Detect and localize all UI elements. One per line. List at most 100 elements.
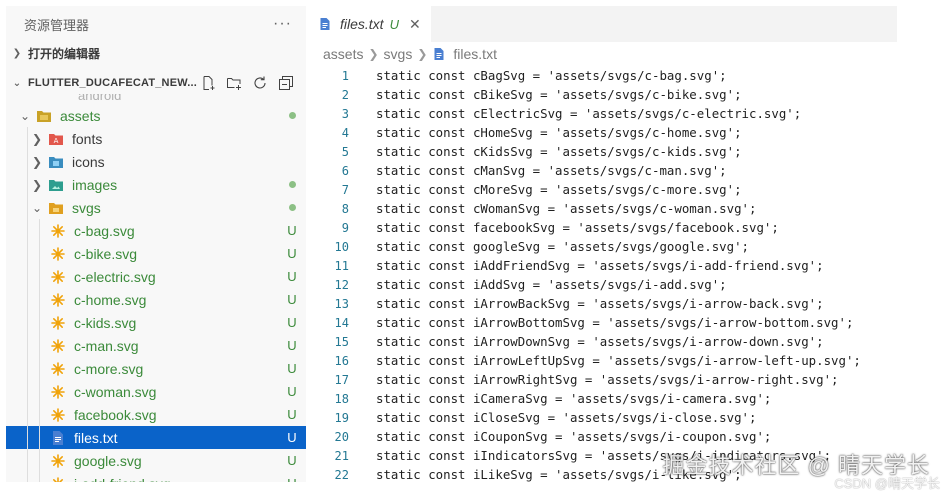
close-icon[interactable]: ✕	[408, 15, 421, 32]
line-source: static const cBikeSvg = 'assets/svgs/c-b…	[376, 87, 742, 102]
line-number: 3	[341, 106, 349, 121]
tree-folder-svgs[interactable]: ⌄ svgs	[6, 196, 306, 219]
line-source: static const iCameraSvg = 'assets/svgs/i…	[376, 391, 772, 406]
folder-icon	[48, 200, 64, 216]
tree-item-label: images	[72, 176, 118, 193]
tree-item-label: svgs	[72, 199, 101, 216]
collapse-all-icon[interactable]	[276, 73, 296, 93]
line-number: 22	[334, 467, 349, 482]
git-status-dot	[278, 181, 306, 188]
line-source: static const cKidsSvg = 'assets/svgs/c-k…	[376, 144, 742, 159]
tree-folder-icons[interactable]: ❯icons	[6, 150, 306, 173]
line-source: static const iCloseSvg = 'assets/svgs/i-…	[376, 410, 757, 425]
code-line: 3 static const cElectricSvg = 'assets/svg…	[306, 104, 944, 123]
line-source: static const iArrowRightSvg = 'assets/sv…	[376, 372, 839, 387]
line-number: 2	[341, 87, 349, 102]
editor-area: files.txt U ✕ assets ❯ svgs ❯ files.txt …	[306, 6, 944, 494]
svg-file-icon	[50, 269, 66, 285]
breadcrumb-assets[interactable]: assets	[323, 46, 364, 62]
breadcrumb-svgs[interactable]: svgs	[383, 46, 413, 62]
chevron-down-icon: ⌄	[19, 108, 31, 123]
breadcrumb: assets ❯ svgs ❯ files.txt	[306, 42, 944, 66]
line-number: 4	[341, 125, 349, 140]
folder-icon	[48, 154, 64, 170]
chevron-down-icon: ⌄	[12, 77, 22, 89]
untracked-badge: U	[287, 246, 297, 261]
line-source: static const cWomanSvg = 'assets/svgs/c-…	[376, 201, 757, 216]
untracked-badge: U	[287, 292, 297, 307]
tab-untracked-badge: U	[389, 16, 399, 32]
line-source: static const facebookSvg = 'assets/svgs/…	[376, 220, 779, 235]
line-source: static const cManSvg = 'assets/svgs/c-ma…	[376, 163, 727, 178]
chevron-down-icon: ⌄	[31, 200, 43, 215]
svg-file-icon	[50, 361, 66, 377]
line-number: 9	[341, 220, 349, 235]
untracked-badge: U	[287, 269, 297, 284]
untracked-badge: U	[287, 384, 297, 399]
folder-icon	[36, 108, 52, 124]
open-editors-section[interactable]: ❯ 打开的编辑器	[6, 42, 306, 64]
project-section[interactable]: ⌄ FLUTTER_DUCAFECAT_NEW...	[6, 72, 306, 94]
code-line: 9 static const facebookSvg = 'assets/svgs…	[306, 218, 944, 237]
tree-folder-images[interactable]: ❯images	[6, 173, 306, 196]
tree-folder-assets[interactable]: ⌄assets	[6, 104, 306, 127]
line-number: 15	[334, 334, 349, 349]
line-number: 8	[341, 201, 349, 216]
code-line: 7 static const cMoreSvg = 'assets/svgs/c-…	[306, 180, 944, 199]
line-source: static const iAddSvg = 'assets/svgs/i-ad…	[376, 277, 727, 292]
explorer-actions	[198, 73, 306, 93]
svg-file-icon	[50, 476, 66, 482]
text-file-icon	[320, 18, 330, 30]
new-folder-icon[interactable]	[224, 73, 244, 93]
line-source: static const iLikeSvg = 'assets/svgs/i-l…	[376, 467, 742, 482]
tree-item-label: fonts	[72, 130, 103, 147]
line-number: 13	[334, 296, 349, 311]
line-number: 12	[334, 277, 349, 292]
line-number: 17	[334, 372, 349, 387]
untracked-badge: U	[287, 407, 297, 422]
tree-file-google-svg[interactable]: google.svg U	[6, 449, 306, 472]
chevron-right-icon: ❯	[12, 47, 22, 59]
chevron-right-icon: ❯	[417, 47, 428, 61]
line-number: 7	[341, 182, 349, 197]
tab-files-txt[interactable]: files.txt U ✕	[306, 6, 431, 42]
new-file-icon[interactable]	[198, 73, 218, 93]
tree-file-c-bike-svg[interactable]: c-bike.svg U	[6, 242, 306, 265]
git-status-dot	[278, 204, 306, 211]
breadcrumb-file[interactable]: files.txt	[453, 46, 497, 62]
more-actions-icon[interactable]: ···	[273, 15, 292, 32]
line-source: static const cElectricSvg = 'assets/svgs…	[376, 106, 802, 121]
tree-item-label: i-add-friend.svg	[74, 476, 278, 483]
line-number: 11	[334, 258, 349, 273]
open-editors-label: 打开的编辑器	[28, 46, 101, 61]
text-file-icon	[50, 430, 66, 446]
tree-item-label: google.svg	[74, 452, 142, 469]
code-line: 8 static const cWomanSvg = 'assets/svgs/c…	[306, 199, 944, 218]
tree-item-label: c-bike.svg	[74, 245, 138, 262]
line-source: static const cMoreSvg = 'assets/svgs/c-m…	[376, 182, 742, 197]
refresh-icon[interactable]	[250, 73, 270, 93]
untracked-badge: U	[287, 315, 297, 330]
folder-icon	[48, 177, 64, 193]
untracked-badge: U	[287, 453, 297, 468]
